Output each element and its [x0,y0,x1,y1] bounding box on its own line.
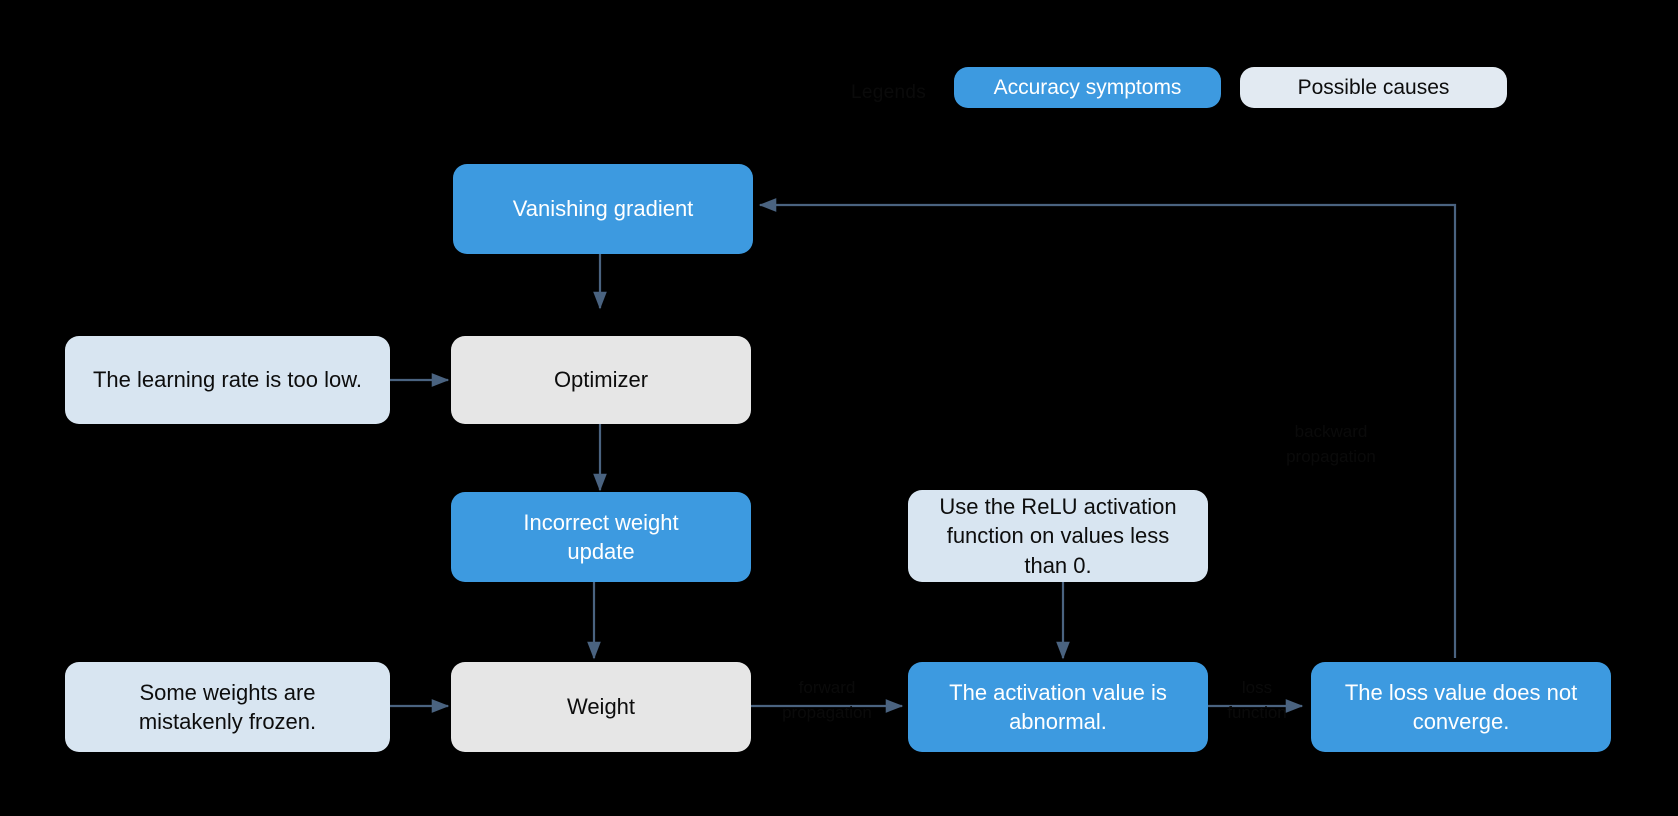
legend-title: Legends [851,82,927,103]
node-relu-activation-hint[interactable]: Use the ReLU activation function on valu… [908,490,1208,582]
legend-chip-label: Possible causes [1297,75,1450,99]
node-learning-rate-too-low[interactable]: The learning rate is too low. [65,336,390,424]
node-label: Vanishing gradient [512,196,694,222]
node-vanishing-gradient[interactable]: Vanishing gradient [453,164,753,254]
legend-chip-label: Accuracy symptoms [993,75,1182,99]
node-label: Incorrect weight update [523,509,679,564]
edge-label-loss-function: loss function [1227,678,1287,722]
node-loss-not-converge[interactable]: The loss value does not converge. [1311,662,1611,752]
legend-chip-accuracy-symptoms: Accuracy symptoms [954,67,1221,108]
node-label: Optimizer [553,367,649,393]
node-optimizer[interactable]: Optimizer [451,336,751,424]
node-label: Some weights are mistakenly frozen. [138,679,317,734]
node-label: Use the ReLU activation function on valu… [939,494,1177,578]
node-some-weights-frozen[interactable]: Some weights are mistakenly frozen. [65,662,390,752]
legend-chip-possible-causes: Possible causes [1240,67,1507,108]
node-weight[interactable]: Weight [451,662,751,752]
node-incorrect-weight-update[interactable]: Incorrect weight update [451,492,751,582]
edge-label-backward-propagation: backward propagation [1286,422,1376,466]
node-activation-value-abnormal[interactable]: The activation value is abnormal. [908,662,1208,752]
edge-label-forward-propagation: forward propagation [782,678,872,722]
node-label: The activation value is abnormal. [949,679,1167,734]
node-label: Weight [566,694,636,720]
node-label: The loss value does not converge. [1344,679,1578,734]
node-label: The learning rate is too low. [92,367,363,393]
